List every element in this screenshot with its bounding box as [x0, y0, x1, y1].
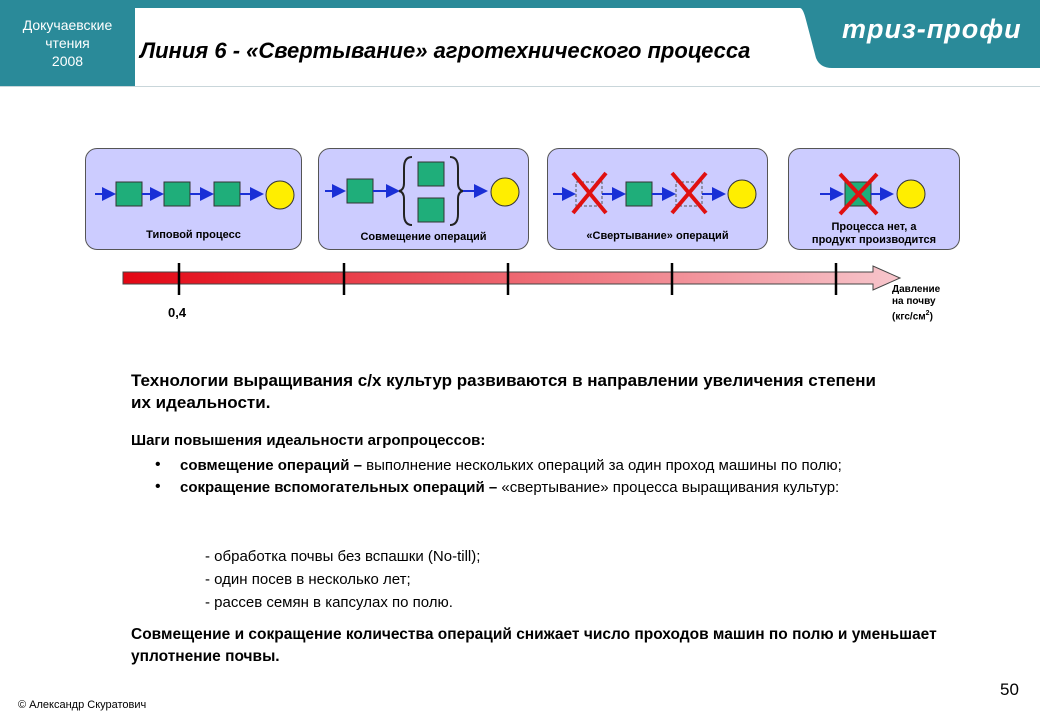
operation-block	[115, 181, 143, 207]
product-circle	[490, 177, 520, 207]
axis-unit-superscript: 2	[925, 310, 930, 317]
no-process-flow	[820, 172, 926, 216]
right-brace	[449, 156, 464, 226]
axis-label-line: Давление	[892, 284, 941, 295]
operation-block	[213, 181, 241, 207]
process-box-label: Типовой процесс	[146, 229, 241, 241]
list-item: совмещение операций – выполнение несколь…	[150, 455, 940, 475]
operation-block	[163, 181, 191, 207]
intro-text: Технологии выращивания с/х культур разви…	[131, 371, 876, 412]
operation-block	[346, 178, 374, 204]
axis-unit-text: (кгс/см	[892, 311, 926, 323]
summary-text: Совмещение и сокращение количества опера…	[131, 626, 937, 665]
brand-logo: триз-профи	[842, 14, 1022, 44]
sub-list-item: - рассев семян в капсулах по полю.	[205, 594, 453, 611]
cross-mark	[571, 171, 608, 215]
operation-block	[417, 197, 445, 223]
process-box-label-line: продукт производится	[811, 234, 937, 246]
sub-list: - обработка почвы без вспашки (No-till);…	[205, 545, 480, 614]
axis-first-tick-label: 0,4	[168, 305, 187, 320]
steps-list: совмещение операций – выполнение несколь…	[150, 455, 940, 500]
process-box-label: Процесса нет, а продукт производится	[789, 221, 959, 247]
brand-banner	[800, 8, 1040, 68]
process-box-label-line: Процесса нет, а	[831, 221, 917, 233]
copyright: © Александр Скуратович	[18, 699, 147, 711]
product-circle	[896, 179, 926, 209]
left-brace	[398, 156, 413, 226]
axis-label-line: на почву	[892, 296, 936, 307]
axis-unit-close: )	[929, 311, 933, 323]
cross-mark	[670, 171, 708, 215]
list-item: сокращение вспомогательных операций – «с…	[150, 477, 940, 497]
process-box-no-process: Процесса нет, а продукт производится	[788, 148, 960, 250]
event-badge: Докучаевские чтения 2008	[0, 0, 135, 86]
axis-ticks	[177, 263, 838, 295]
pressure-axis-arrow	[122, 265, 902, 291]
sub-list-item: - один посев в несколько лет;	[205, 571, 411, 588]
page-number: 50	[1000, 680, 1019, 699]
event-badge-line: 2008	[51, 53, 84, 69]
axis-label: Давление на почву (кгс/см2)	[892, 284, 940, 323]
event-badge-line: чтения	[45, 35, 90, 51]
product-circle	[265, 180, 295, 210]
axis-label-unit: (кгс/см2)	[892, 308, 940, 323]
event-badge-line: Докучаевские	[22, 17, 113, 33]
combined-operations-flow	[325, 156, 520, 226]
list-item-description: выполнение нескольких операций за один п…	[362, 457, 842, 474]
process-box-label: Совмещение операций	[360, 231, 487, 243]
cross-mark	[838, 172, 879, 216]
operation-block	[625, 181, 653, 207]
process-box-label: «Свертывание» операций	[586, 230, 729, 242]
list-item-term: сокращение вспомогательных операций –	[180, 479, 498, 496]
header-top-bar	[135, 0, 1040, 8]
list-item-description: «свертывание» процесса выращивания культ…	[497, 479, 840, 496]
list-item-term: совмещение операций –	[180, 457, 362, 474]
typical-process-flow	[95, 180, 295, 210]
header-divider	[0, 86, 1040, 87]
product-circle	[727, 179, 757, 209]
page-title: Линия 6 - «Свертывание» агротехнического…	[140, 38, 751, 63]
sub-list-item: - обработка почвы без вспашки (No-till);	[205, 548, 481, 565]
steps-title: Шаги повышения идеальности агропроцессов…	[131, 432, 486, 449]
operation-block	[417, 161, 445, 187]
folded-operations-flow	[553, 171, 757, 215]
